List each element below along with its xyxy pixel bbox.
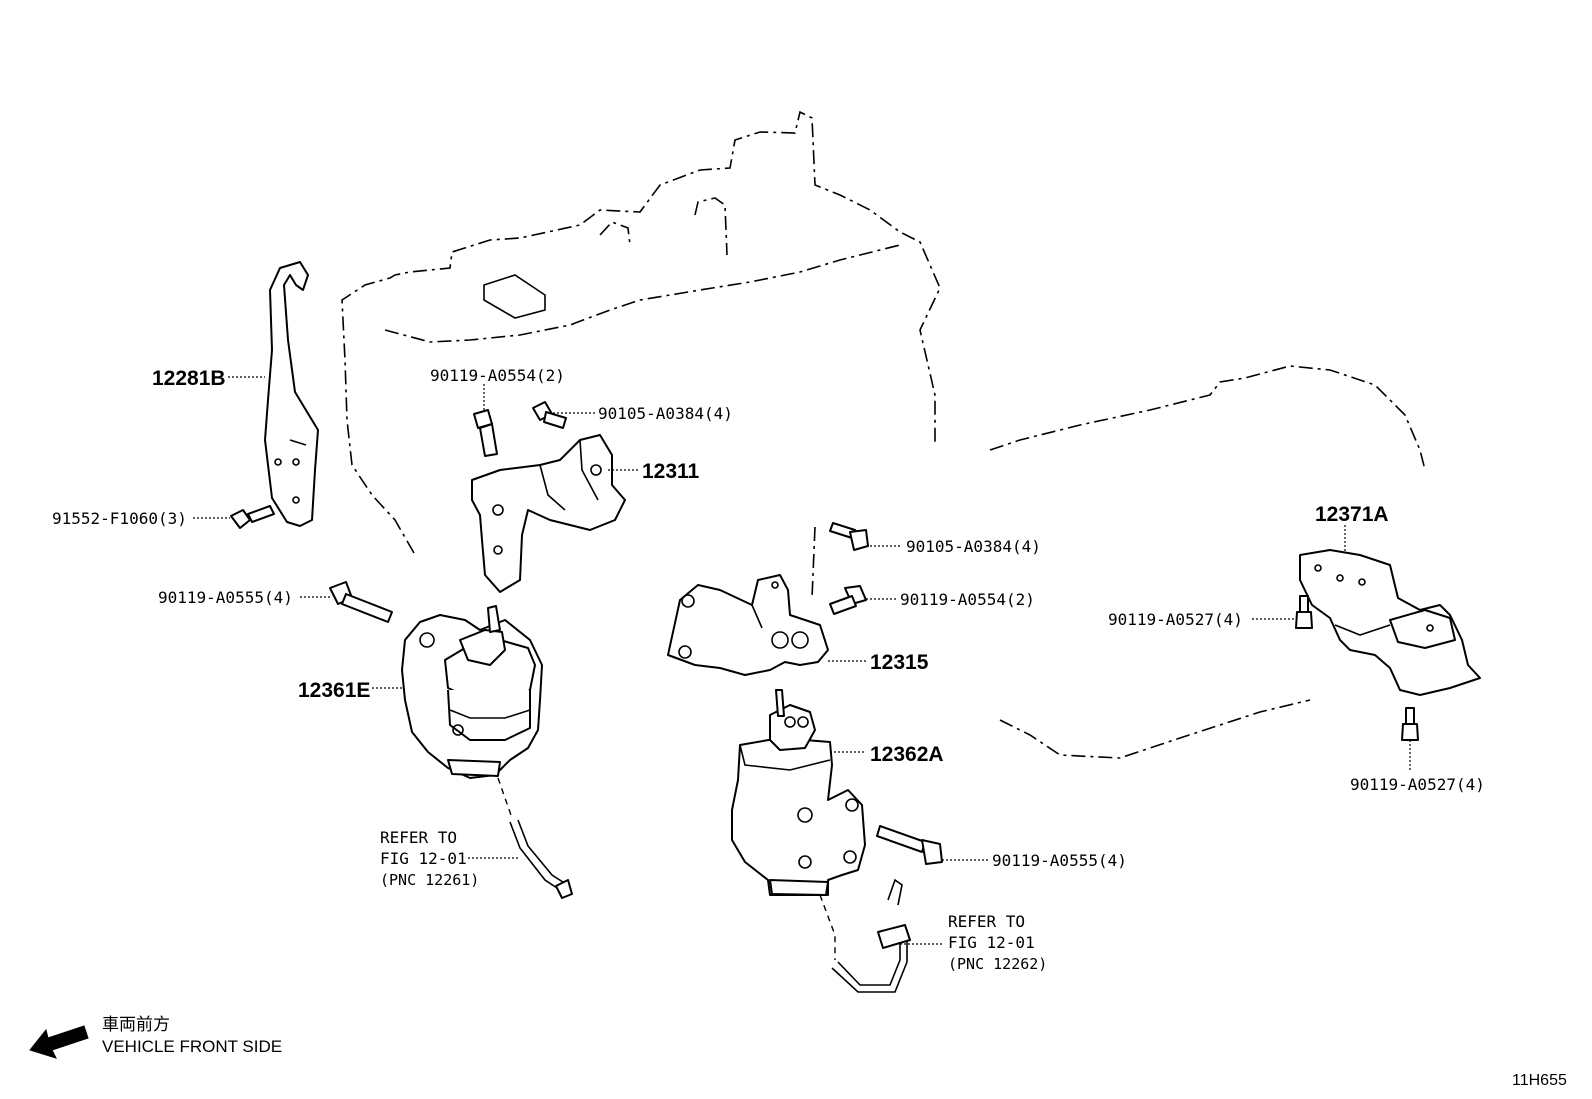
bolt-90119-a0555-left <box>329 581 393 623</box>
label-90119-a0555-left: 90119-A0555(4) <box>158 588 293 607</box>
label-12361e: 12361E <box>298 679 370 702</box>
part-12311-bracket <box>471 434 626 593</box>
part-12315-bracket <box>667 574 829 676</box>
part-labels: 12281B 12311 12315 12361E 12362A 12371A <box>152 367 1389 766</box>
ref-left-line2: FIG 12-01 <box>380 849 467 868</box>
label-12311: 12311 <box>642 460 700 483</box>
label-90119-a0554-top: 90119-A0554(2) <box>430 366 565 385</box>
arrow-left-down-icon <box>29 1025 89 1059</box>
bolt-90119-a0554-top <box>473 409 498 457</box>
part-12361e-mount <box>401 605 543 779</box>
label-90119-a0527-lower: 90119-A0527(4) <box>1350 775 1485 794</box>
label-90119-a0527-upper: 90119-A0527(4) <box>1108 610 1243 629</box>
fastener-labels: 90119-A0554(2) 90105-A0384(4) 91552-F106… <box>52 366 1485 870</box>
bolt-90119-a0527-lower <box>1401 707 1419 741</box>
bolt-91552-f1060 <box>230 505 275 529</box>
wire-pnc-12262 <box>819 878 911 993</box>
ref-left-line3: (PNC 12261) <box>380 871 479 889</box>
bolt-90119-a0554-mid <box>829 585 867 615</box>
figure-code: 11H655 <box>1512 1072 1567 1089</box>
leader-lines <box>193 376 1411 945</box>
ref-right-line2: FIG 12-01 <box>948 933 1035 952</box>
ref-right-line1: REFER TO <box>948 912 1025 931</box>
reference-note-right: REFER TO FIG 12-01 (PNC 12262) <box>948 912 1047 973</box>
label-12315: 12315 <box>870 651 929 674</box>
bolt-90119-a0527-upper <box>1295 595 1313 629</box>
part-12371a-mount <box>1299 549 1481 696</box>
wire-pnc-12261 <box>497 777 573 899</box>
bolt-90105-a0384-top <box>532 401 567 429</box>
label-12362a: 12362A <box>870 743 944 766</box>
label-90105-a0384-top: 90105-A0384(4) <box>598 404 733 423</box>
direction-label-jp: 車両前方 <box>102 1015 170 1034</box>
ref-right-line3: (PNC 12262) <box>948 955 1047 973</box>
label-90105-a0384-mid: 90105-A0384(4) <box>906 537 1041 556</box>
label-90119-a0555-right: 90119-A0555(4) <box>992 851 1127 870</box>
label-91552-f1060: 91552-F1060(3) <box>52 509 187 528</box>
label-90119-a0554-mid: 90119-A0554(2) <box>900 590 1035 609</box>
reference-note-left: REFER TO FIG 12-01 (PNC 12261) <box>380 828 479 889</box>
bolt-90105-a0384-mid <box>829 522 869 551</box>
direction-label-en: VEHICLE FRONT SIDE <box>102 1037 282 1056</box>
label-12281b: 12281B <box>152 367 226 390</box>
bolt-90119-a0555-right <box>876 825 943 865</box>
vehicle-front-indicator: 車両前方 VEHICLE FRONT SIDE <box>29 1015 282 1059</box>
ref-left-line1: REFER TO <box>380 828 457 847</box>
part-12281b-bracket <box>264 261 319 527</box>
part-12362a-mount <box>731 689 866 896</box>
label-12371a: 12371A <box>1315 503 1389 526</box>
engine-outline <box>341 110 1426 759</box>
